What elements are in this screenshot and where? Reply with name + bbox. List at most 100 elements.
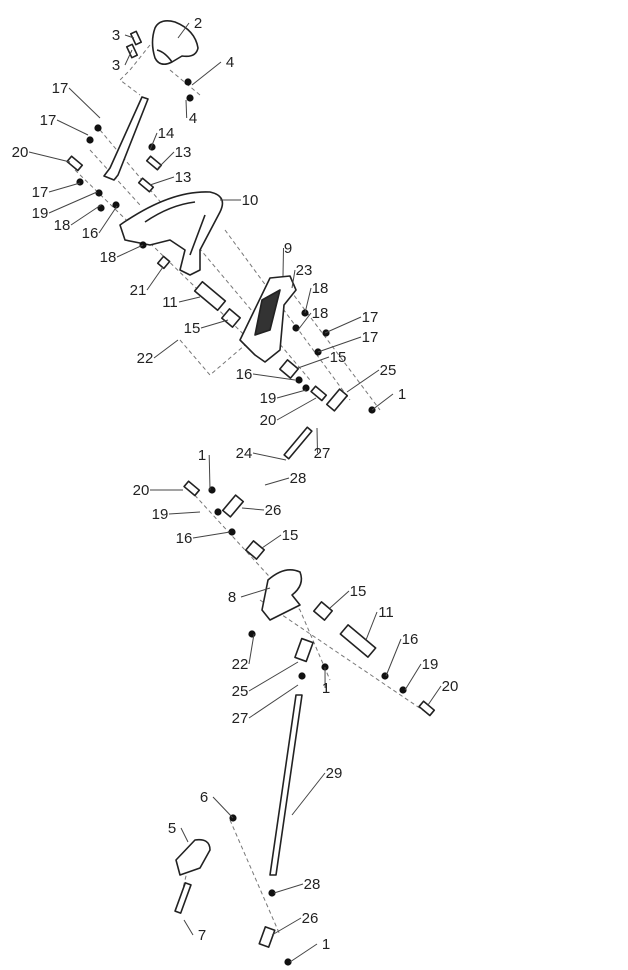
callout-label: 22 xyxy=(232,656,249,673)
callout-label: 17 xyxy=(52,80,69,97)
leader-line xyxy=(304,287,312,314)
leader-line xyxy=(241,507,265,511)
callout-29: 29 xyxy=(291,765,342,816)
callout-label: 8 xyxy=(228,589,236,606)
nut-icon xyxy=(292,324,300,332)
callout-label: 18 xyxy=(312,280,329,297)
nut-icon xyxy=(228,528,236,536)
callout-18: 18 xyxy=(54,204,102,234)
callout-label: 3 xyxy=(112,57,120,74)
callout-16: 16 xyxy=(82,205,118,242)
callout-4: 4 xyxy=(191,54,234,86)
callout-16: 16 xyxy=(176,530,231,547)
leader-line xyxy=(98,205,118,234)
callout-28: 28 xyxy=(264,470,306,487)
leader-line xyxy=(365,611,378,641)
leader-line xyxy=(324,316,362,334)
callout-label: 6 xyxy=(200,789,208,806)
callout-label: 17 xyxy=(40,112,57,129)
callout-24: 24 xyxy=(236,445,287,462)
leader-line xyxy=(180,827,189,843)
callout-17: 17 xyxy=(40,112,89,136)
callout-label: 23 xyxy=(296,262,313,279)
nut-icon xyxy=(248,630,256,638)
leader-line xyxy=(264,477,290,486)
leader-line xyxy=(276,389,307,399)
leader-line xyxy=(185,99,188,119)
part-quadrant xyxy=(119,191,224,276)
leader-line xyxy=(168,511,201,515)
callout-label: 5 xyxy=(168,820,176,837)
leader-line xyxy=(48,191,98,214)
callout-label: 7 xyxy=(198,927,206,944)
nut-icon xyxy=(112,201,120,209)
callout-20: 20 xyxy=(12,144,71,163)
callout-label: 21 xyxy=(130,282,147,299)
nut-icon xyxy=(184,78,192,86)
callout-25: 25 xyxy=(346,362,397,393)
callout-label: 2 xyxy=(194,15,202,32)
callout-label: 25 xyxy=(380,362,397,379)
nut-icon xyxy=(399,686,407,694)
callout-8: 8 xyxy=(228,587,271,606)
callout-20: 20 xyxy=(260,397,317,429)
callout-label: 22 xyxy=(137,350,154,367)
callout-18: 18 xyxy=(297,305,328,331)
nut-icon xyxy=(298,672,306,680)
callout-label: 1 xyxy=(398,386,406,403)
leader-line xyxy=(276,397,317,421)
leader-line xyxy=(291,772,326,816)
leader-line xyxy=(404,663,422,691)
callout-17: 17 xyxy=(32,182,81,201)
assembly-guide-lines xyxy=(74,44,431,936)
callout-label: 19 xyxy=(152,506,169,523)
callout-label: 27 xyxy=(314,445,331,462)
callout-label: 18 xyxy=(54,217,71,234)
callout-23: 23 xyxy=(291,262,313,289)
nut-icon xyxy=(95,189,103,197)
nut-icon xyxy=(94,124,102,132)
leader-line xyxy=(153,339,179,359)
callout-15: 15 xyxy=(261,527,298,549)
nut-icon xyxy=(284,958,292,966)
callout-label: 13 xyxy=(175,144,192,161)
callout-15: 15 xyxy=(184,319,229,337)
callout-16: 16 xyxy=(385,631,418,677)
callout-3: 3 xyxy=(112,49,133,74)
part-control-rod xyxy=(269,694,303,876)
callout-label: 16 xyxy=(236,366,253,383)
callout-label: 11 xyxy=(378,604,394,621)
callout-26: 26 xyxy=(271,910,319,936)
nut-icon xyxy=(302,384,310,392)
callout-label: 20 xyxy=(260,412,277,429)
callout-label: 1 xyxy=(198,447,206,464)
leader-line xyxy=(385,638,402,677)
callout-15: 15 xyxy=(297,349,346,369)
callout-label: 1 xyxy=(322,936,330,953)
leader-line xyxy=(273,883,304,894)
callout-label: 20 xyxy=(133,482,150,499)
callout-label: 19 xyxy=(422,656,439,673)
leader-line xyxy=(48,182,81,193)
callout-label: 26 xyxy=(302,910,319,927)
callout-label: 27 xyxy=(232,710,249,727)
callout-4: 4 xyxy=(185,99,197,127)
callout-19: 19 xyxy=(404,656,439,691)
callout-label: 24 xyxy=(236,445,253,462)
callout-18: 18 xyxy=(100,244,144,266)
leader-line xyxy=(271,917,302,936)
callout-14: 14 xyxy=(149,125,174,151)
leader-line xyxy=(282,247,284,277)
callout-label: 11 xyxy=(162,294,178,311)
callout-label: 10 xyxy=(242,192,259,209)
callout-27: 27 xyxy=(314,427,331,462)
callout-19: 19 xyxy=(32,191,98,222)
callout-label: 20 xyxy=(12,144,29,161)
callout-17: 17 xyxy=(52,80,101,119)
callout-label: 19 xyxy=(32,205,49,222)
leader-line xyxy=(248,684,299,719)
leader-line xyxy=(149,132,158,151)
callout-19: 19 xyxy=(260,389,307,407)
callout-label: 18 xyxy=(100,249,117,266)
callout-label: 4 xyxy=(189,110,197,127)
